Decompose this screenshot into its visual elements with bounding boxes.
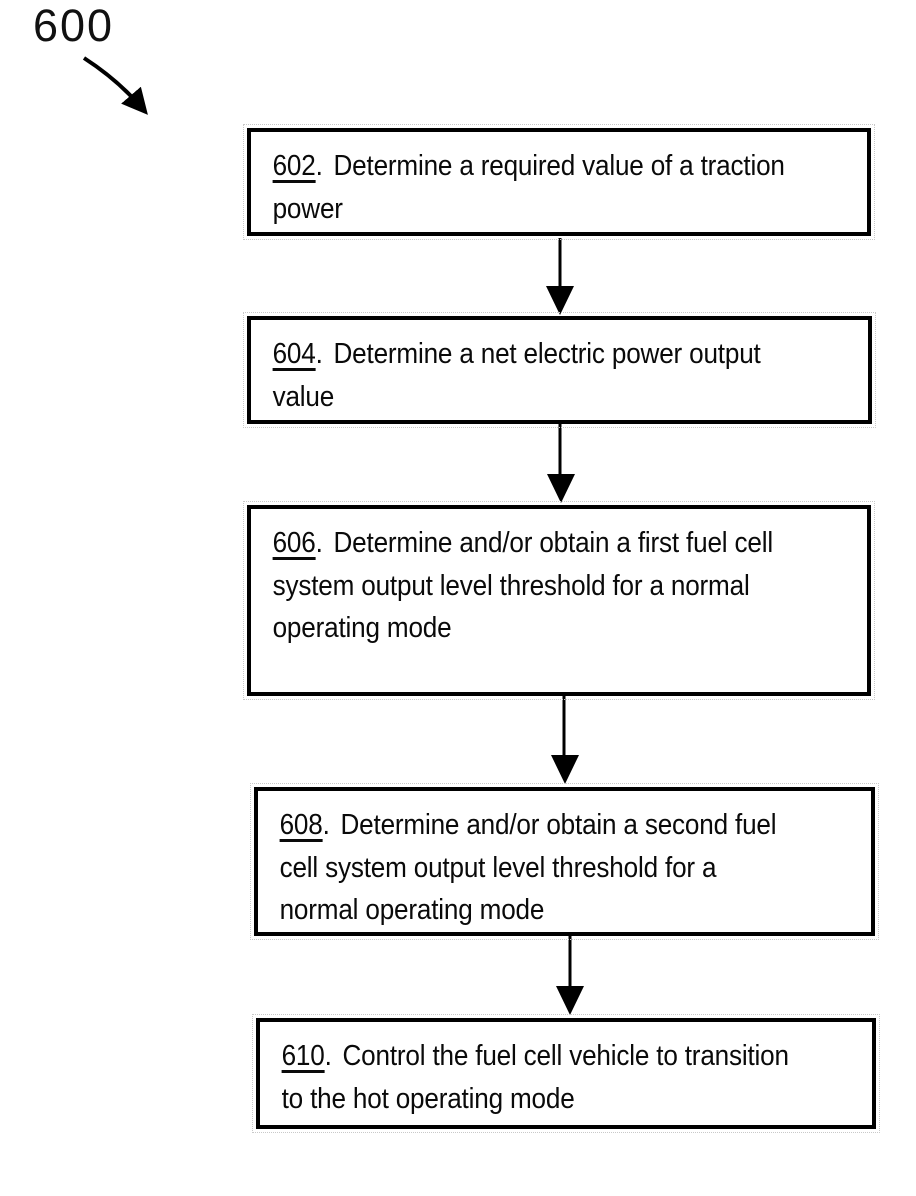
step-text: 604. Determine a net electric power outpu…: [251, 320, 873, 418]
step-line: value: [272, 380, 335, 413]
reference-curve-arrow: [82, 56, 148, 115]
flow-step-606: 606. Determine and/or obtain a first fuel…: [243, 501, 875, 700]
step-separator: .: [315, 150, 323, 182]
flow-arrow-606-608: [551, 696, 579, 784]
step-line-text: Determine a required value of a traction: [333, 150, 785, 182]
flow-step-608: 608. Determine and/or obtain a second fue…: [250, 783, 879, 940]
flow-step-610: 610. Control the fuel cell vehicle to tra…: [252, 1014, 880, 1133]
step-number: 608: [279, 809, 323, 841]
step-text: 602. Determine a required value of a trac…: [251, 132, 872, 230]
step-line: system output level threshold for a norm…: [272, 569, 750, 602]
step-text: 606. Determine and/or obtain a first fuel…: [251, 509, 872, 650]
step-line-text: Determine and/or obtain a first fuel cel…: [333, 527, 773, 559]
step-number: 604: [272, 338, 316, 370]
flow-arrow-602-604: [546, 238, 574, 315]
step-line: 610. Control the fuel cell vehicle to tra…: [282, 1035, 870, 1078]
step-separator: .: [322, 809, 330, 841]
flow-step-602: 602. Determine a required value of a trac…: [243, 124, 875, 240]
step-line: 604. Determine a net electric power outpu…: [273, 333, 866, 376]
step-separator: .: [315, 338, 323, 370]
step-number: 606: [272, 527, 316, 559]
step-line: 602. Determine a required value of a trac…: [273, 145, 865, 188]
step-line-text: Determine and/or obtain a second fuel: [340, 809, 777, 841]
flow-step-604: 604. Determine a net electric power outpu…: [243, 312, 876, 428]
flow-arrow-604-606: [547, 423, 575, 503]
step-line: power: [272, 192, 343, 225]
step-number: 602: [272, 150, 316, 182]
step-line: to the hot operating mode: [281, 1082, 575, 1115]
step-line-text: Determine a net electric power output: [333, 338, 761, 370]
step-separator: .: [315, 527, 323, 559]
step-line-text: Control the fuel cell vehicle to transit…: [342, 1040, 789, 1072]
step-text: 610. Control the fuel cell vehicle to tra…: [260, 1022, 877, 1120]
figure-reference-label: 600: [33, 0, 115, 51]
step-number: 610: [281, 1040, 325, 1072]
step-line: 606. Determine and/or obtain a first fuel…: [273, 522, 865, 565]
step-line: operating mode: [272, 612, 452, 644]
step-line: cell system output level threshold for a: [279, 851, 717, 884]
step-separator: .: [324, 1040, 332, 1072]
step-line: 608. Determine and/or obtain a second fue…: [280, 804, 869, 847]
flow-arrow-608-610: [556, 936, 584, 1015]
step-line: normal operating mode: [279, 894, 545, 926]
step-text: 608. Determine and/or obtain a second fue…: [258, 791, 876, 932]
